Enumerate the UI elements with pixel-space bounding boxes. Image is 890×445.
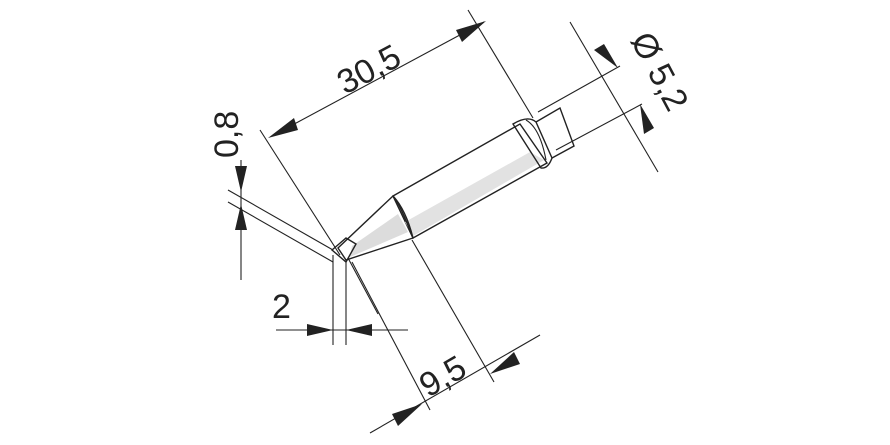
- extension-line-diameter-top: [537, 65, 621, 113]
- extension-line-thickness-bottom: [227, 201, 334, 263]
- arrow-width-left: [307, 324, 333, 336]
- arrow-length-rear: [456, 21, 486, 42]
- collar-groove: [525, 119, 547, 161]
- label-diameter: Ø 5,2: [623, 26, 696, 117]
- extension-line-chisel-face: [347, 257, 379, 315]
- extension-line-front: [259, 129, 341, 256]
- chisel-point: [330, 237, 357, 264]
- dimension-tip-width: 2: [272, 255, 408, 345]
- arrow-taper-front: [392, 404, 422, 426]
- soldering-tip: [330, 106, 575, 264]
- arrow-length-front: [268, 118, 298, 138]
- taper-ring: [392, 195, 414, 239]
- extension-line-thickness-top: [227, 189, 334, 251]
- extension-line-taper-front: [351, 261, 431, 411]
- dimension-line-diameter: [569, 21, 659, 173]
- arrow-thickness-top: [235, 166, 247, 192]
- dimension-tip-thickness: 0,8: [208, 111, 334, 280]
- extension-line-taper-rear: [411, 239, 495, 383]
- taper-shade: [350, 214, 408, 257]
- label-taper-length: 9,5: [413, 348, 473, 405]
- label-tip-width: 2: [272, 288, 291, 326]
- extension-line-diameter-bottom: [555, 103, 643, 151]
- arrow-diameter-bottom: [640, 104, 654, 134]
- arrow-width-right: [346, 324, 372, 336]
- dimension-taper-length: 9,5: [351, 239, 541, 434]
- tip-shank-shade: [405, 152, 544, 236]
- dimension-diameter: Ø 5,2: [537, 21, 696, 173]
- arrow-diameter-top: [594, 44, 618, 68]
- label-tip-thickness: 0,8: [208, 111, 246, 158]
- dimension-line-length: [271, 21, 485, 137]
- arrow-taper-rear: [490, 352, 520, 374]
- extension-line-rear: [467, 9, 534, 119]
- arrow-thickness-bottom: [235, 204, 247, 230]
- tip-rear-end: [535, 106, 575, 159]
- label-length-total: 30,5: [331, 37, 407, 102]
